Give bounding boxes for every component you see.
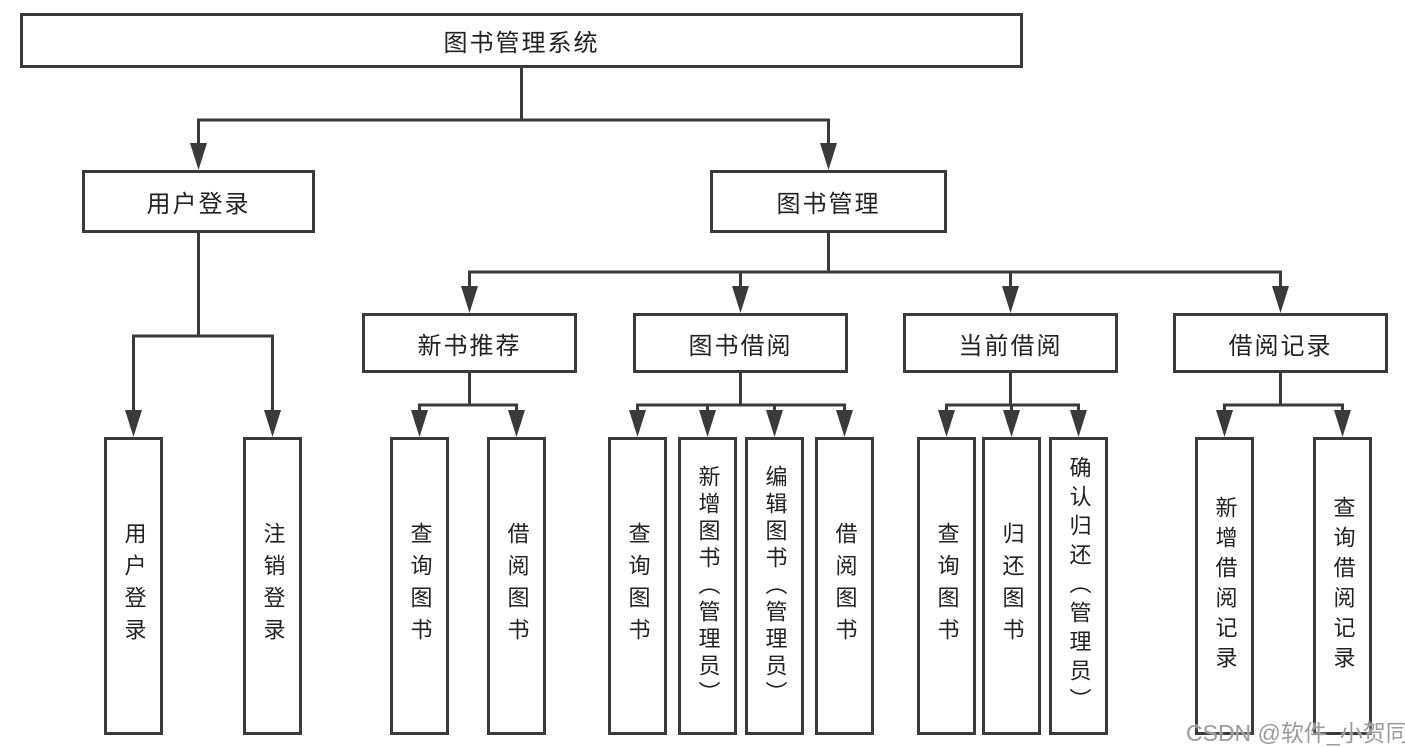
leaf-add-book-admin: 新增图书（管理员） xyxy=(678,437,737,735)
leaf-user-login-label: 用户登录 xyxy=(121,522,147,650)
node-user-login: 用户登录 xyxy=(82,170,315,233)
leaf-confirm-return-admin-label: 确认归还（管理员） xyxy=(1066,455,1092,717)
leaf-edit-book-admin: 编辑图书（管理员） xyxy=(745,437,804,735)
leaf-recommend-query-books: 查询图书 xyxy=(390,437,449,735)
node-book-borrow: 图书借阅 xyxy=(633,313,848,373)
node-current-borrow: 当前借阅 xyxy=(903,313,1118,373)
leaf-user-login: 用户登录 xyxy=(104,437,163,735)
leaf-edit-book-admin-label: 编辑图书（管理员） xyxy=(762,464,788,708)
leaf-logout-login: 注销登录 xyxy=(243,437,302,735)
leaf-borrow-borrow-books: 借阅图书 xyxy=(815,437,874,735)
node-root-label: 图书管理系统 xyxy=(443,30,600,57)
node-root: 图书管理系统 xyxy=(20,13,1023,68)
csdn-watermark: CSDN @软件_小贺同学 xyxy=(1186,720,1405,746)
leaf-confirm-return-admin: 确认归还（管理员） xyxy=(1049,437,1108,735)
node-book-management-label: 图书管理 xyxy=(776,191,881,218)
leaf-recommend-query-books-label: 查询图书 xyxy=(407,522,433,650)
leaf-logout-login-label: 注销登录 xyxy=(260,522,286,650)
leaf-add-book-admin-label: 新增图书（管理员） xyxy=(695,464,721,708)
node-borrow-records: 借阅记录 xyxy=(1173,313,1388,373)
leaf-query-borrow-record: 查询借阅记录 xyxy=(1313,437,1372,735)
leaf-borrow-borrow-books-label: 借阅图书 xyxy=(832,522,858,650)
leaf-borrow-query-books: 查询图书 xyxy=(608,437,667,735)
node-new-book-recommend: 新书推荐 xyxy=(362,313,577,373)
leaf-current-query-books-label: 查询图书 xyxy=(934,522,960,650)
leaf-recommend-borrow-books: 借阅图书 xyxy=(487,437,546,735)
leaf-return-books-label: 归还图书 xyxy=(999,522,1025,650)
node-user-login-label: 用户登录 xyxy=(146,191,251,218)
leaf-return-books: 归还图书 xyxy=(982,437,1041,735)
node-book-borrow-label: 图书借阅 xyxy=(688,332,793,360)
node-new-book-recommend-label: 新书推荐 xyxy=(417,332,522,360)
node-current-borrow-label: 当前借阅 xyxy=(958,332,1063,360)
node-borrow-records-label: 借阅记录 xyxy=(1228,332,1333,360)
leaf-borrow-query-books-label: 查询图书 xyxy=(625,522,651,650)
leaf-recommend-borrow-books-label: 借阅图书 xyxy=(504,522,530,650)
node-book-management: 图书管理 xyxy=(710,170,947,233)
leaf-add-borrow-record: 新增借阅记录 xyxy=(1195,437,1254,735)
leaf-current-query-books: 查询图书 xyxy=(917,437,976,735)
leaf-query-borrow-record-label: 查询借阅记录 xyxy=(1330,496,1356,676)
leaf-add-borrow-record-label: 新增借阅记录 xyxy=(1212,496,1238,676)
